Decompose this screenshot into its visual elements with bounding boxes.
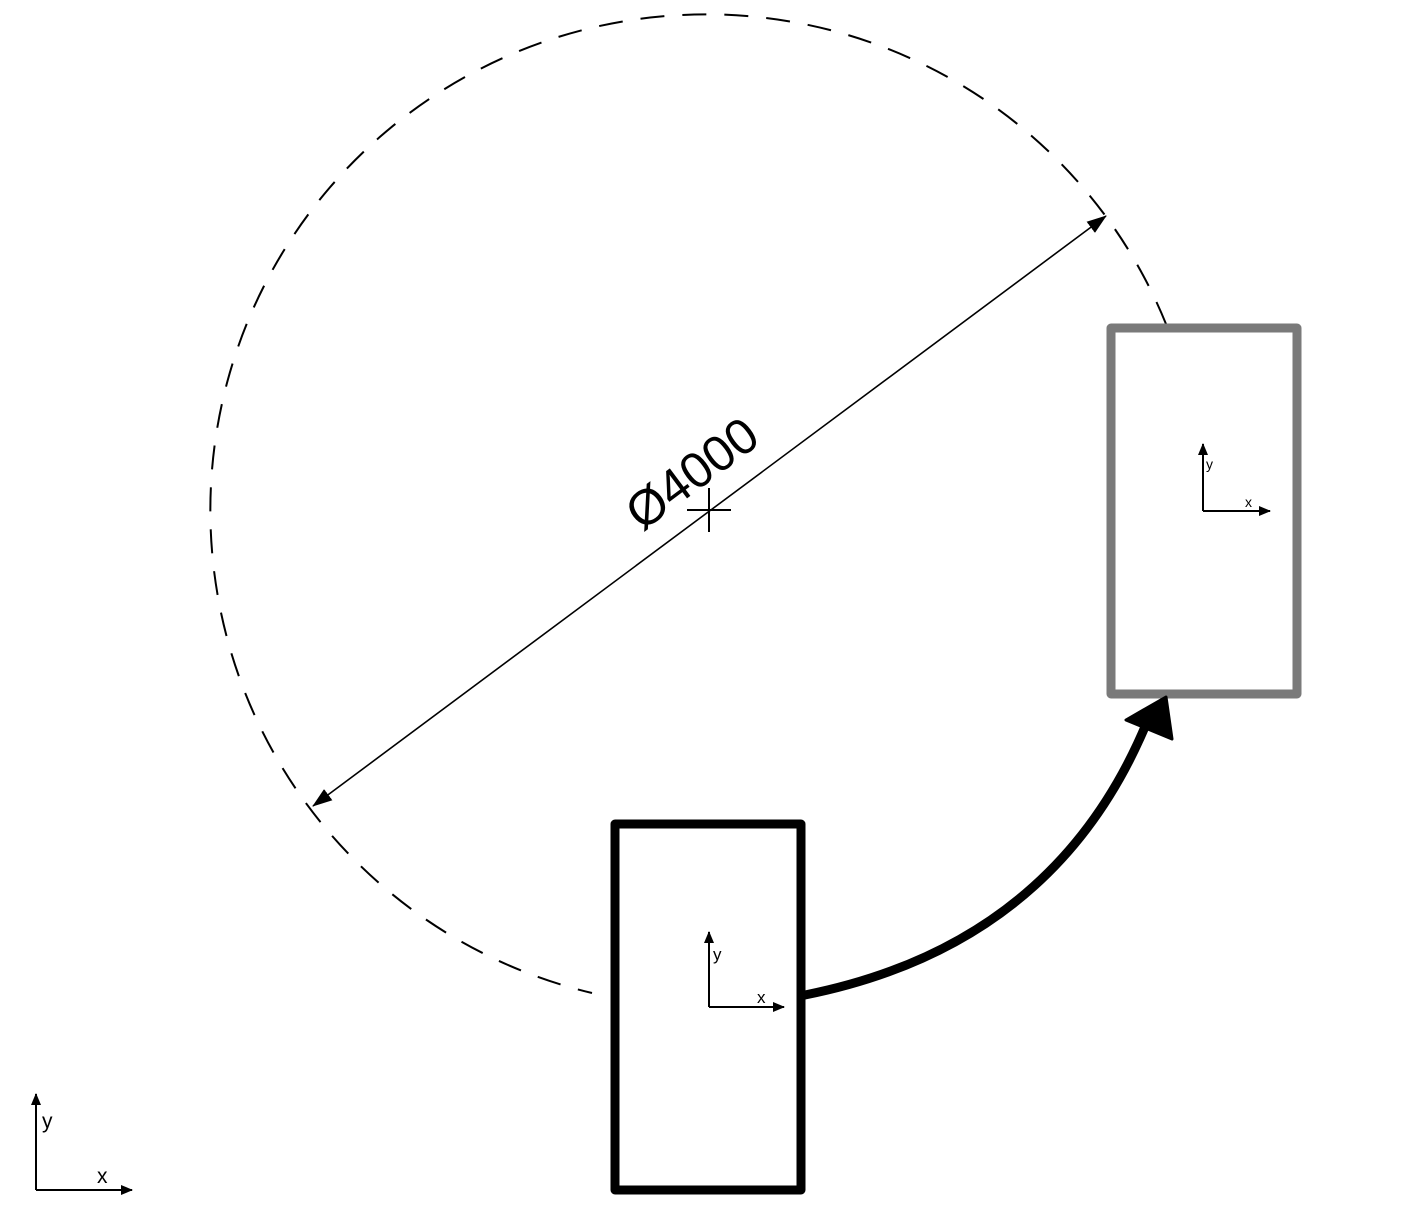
global-x-label: x: [97, 1165, 108, 1188]
global-y-label: y: [42, 1110, 53, 1133]
diameter-label: Ø4000: [615, 406, 769, 541]
target-frame-y-label: y: [1206, 456, 1213, 472]
target-box: [1106, 323, 1302, 699]
center-cross: [687, 488, 731, 532]
start-frame-axes: x y: [704, 931, 785, 1012]
start-frame-x-label: x: [757, 988, 766, 1007]
global-frame-axes: x y: [31, 1093, 133, 1195]
dashed-circle: [209, 13, 1167, 994]
start-box: [610, 819, 806, 1195]
motion-arrow-curve: [800, 717, 1152, 1000]
motion-arrow-head: [1124, 695, 1174, 741]
target-frame-axes: x y: [1198, 443, 1271, 516]
start-frame-y-label: y: [713, 945, 722, 964]
target-frame-x-label: x: [1245, 494, 1252, 510]
